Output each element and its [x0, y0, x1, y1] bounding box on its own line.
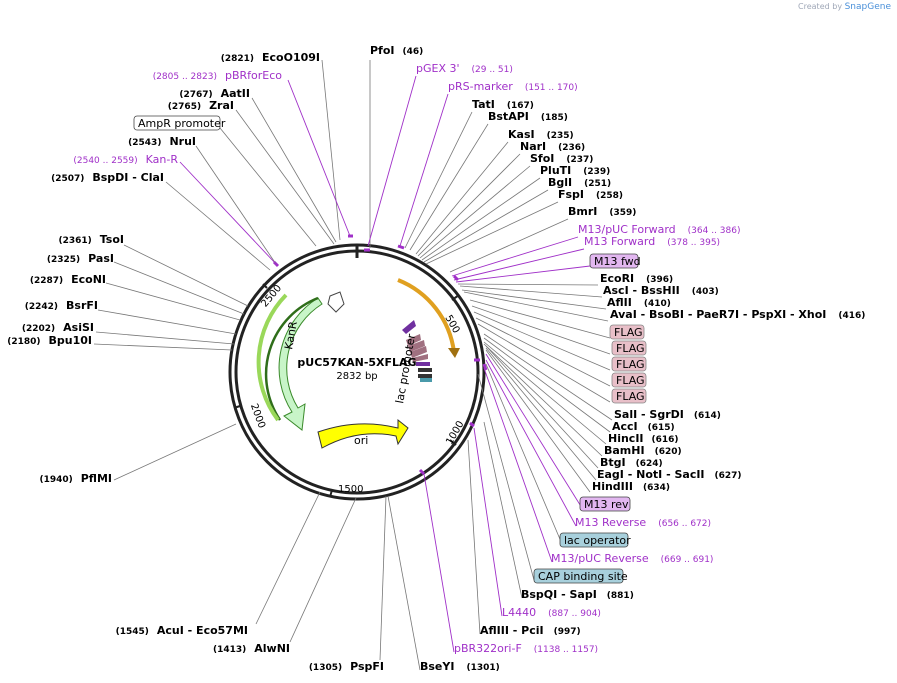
flag-label-1: FLAG: [614, 326, 643, 339]
label-bseyi[interactable]: BseYI(1301): [420, 660, 500, 673]
flag-label-4: FLAG: [616, 374, 645, 387]
label-m13-forward[interactable]: M13 Forward(378 .. 395): [584, 235, 720, 248]
label-m13-reverse[interactable]: M13 Reverse(656 .. 672): [575, 516, 711, 529]
plasmid-length: 2832 bp: [336, 371, 377, 382]
label-acci[interactable]: AccI(615): [612, 420, 675, 433]
ori-label: ori: [354, 434, 368, 447]
tick-2000: 2000: [248, 402, 267, 430]
label-m13-puc-forward[interactable]: M13/pUC Forward(364 .. 386): [578, 223, 740, 236]
right-labels: PfoI(46) pGEX 3'(29 .. 51) pRS-marker(15…: [370, 44, 865, 673]
snapgene-credit: Created by SnapGene: [798, 2, 891, 12]
label-eagi-group[interactable]: EagI - NotI - SacII(627): [597, 468, 742, 481]
label-bamhi[interactable]: BamHI(620): [604, 444, 682, 457]
m13-rev-box[interactable]: [579, 496, 631, 512]
label-ecori[interactable]: EcoRI(396): [600, 272, 673, 285]
label-fspi[interactable]: FspI(258): [558, 188, 623, 201]
left-leaders: [93, 59, 387, 661]
left-labels: (2821)EcoO109I (2805 .. 2823)pBRforEco (…: [7, 51, 384, 673]
flag-box-3[interactable]: [611, 356, 647, 372]
label-m13-puc-reverse[interactable]: M13/pUC Reverse(669 .. 691): [551, 552, 713, 565]
label-bspdi-clai[interactable]: (2507)BspDI - ClaI: [51, 171, 164, 184]
label-asci-bsshii[interactable]: AscI - BssHII(403): [603, 284, 719, 297]
label-bpu10i[interactable]: (2180)Bpu10I: [7, 334, 92, 347]
label-acui-eco57mi[interactable]: (1545)AcuI - Eco57MI: [116, 624, 248, 637]
kanr-label: KanR: [282, 320, 300, 351]
label-prs-marker[interactable]: pRS-marker(151 .. 170): [448, 80, 578, 93]
credit-prefix: Created by: [798, 2, 843, 11]
plasmid-name: pUC57KAN-5XFLAG: [297, 356, 416, 369]
m13-fwd-box[interactable]: [589, 253, 639, 269]
label-kasi[interactable]: KasI(235): [508, 128, 574, 141]
label-ampr-promoter: AmpR promoter: [138, 117, 226, 130]
label-zrai[interactable]: (2765)ZraI: [168, 99, 234, 112]
ampr-promoter-box[interactable]: [133, 115, 221, 131]
label-hincii[interactable]: HincII(616): [608, 432, 679, 445]
right-leaders: [367, 60, 613, 671]
label-lac-operator: lac operator: [564, 534, 631, 547]
kanr-feature-arrow[interactable]: [278, 297, 323, 431]
label-l4440[interactable]: L4440(887 .. 904): [502, 606, 601, 619]
kanr-outer-band: [256, 293, 288, 422]
label-pgex3[interactable]: pGEX 3'(29 .. 51): [416, 62, 513, 75]
tick-1500: 1500: [338, 484, 363, 495]
label-sfoi[interactable]: SfoI(237): [530, 152, 593, 165]
label-aatii[interactable]: (2767)AatII: [179, 87, 250, 100]
label-bmri[interactable]: BmrI(359): [568, 205, 636, 218]
label-alwni[interactable]: (1413)AlwNI: [213, 642, 290, 655]
flag-label-2: FLAG: [616, 342, 645, 355]
label-tsoi[interactable]: (2361)TsoI: [58, 233, 124, 246]
ampr-promoter-arrow[interactable]: [327, 291, 345, 313]
label-pspfi[interactable]: (1305)PspFI: [309, 660, 384, 673]
label-pbrforeco[interactable]: (2805 .. 2823)pBRforEco: [153, 69, 283, 82]
label-pflmi[interactable]: (1940)PflMI: [39, 472, 112, 485]
label-pasi[interactable]: (2325)PasI: [47, 252, 114, 265]
label-avai-group[interactable]: AvaI - BsoBI - PaeR7I - PspXI - XhoI(416…: [610, 308, 865, 321]
flag-feature-glyphs: [402, 320, 432, 382]
flag-label-5: FLAG: [616, 390, 645, 403]
flag-label-3: FLAG: [616, 358, 645, 371]
label-pbr322ori-f[interactable]: pBR322ori-F(1138 .. 1157): [454, 642, 598, 655]
label-aflii[interactable]: AflII(410): [607, 296, 671, 309]
label-hindiii[interactable]: HindIII(634): [592, 480, 670, 493]
label-btgi[interactable]: BtgI(624): [600, 456, 663, 469]
label-kan-r[interactable]: (2540 .. 2559)Kan-R: [73, 153, 178, 166]
label-bsrfi[interactable]: (2242)BsrFI: [25, 299, 98, 312]
label-nari[interactable]: NarI(236): [520, 140, 585, 153]
label-ecoo109i[interactable]: (2821)EcoO109I: [221, 51, 320, 64]
backbone-outer-ring: [228, 243, 486, 501]
label-m13-fwd: M13 fwd: [594, 255, 641, 268]
credit-brand: SnapGene: [844, 2, 891, 12]
label-nrui[interactable]: (2543)NruI: [128, 135, 196, 148]
label-m13-rev: M13 rev: [584, 498, 629, 511]
label-bstapi[interactable]: BstAPI(185): [488, 110, 568, 123]
label-bspqi-sapi[interactable]: BspQI - SapI(881): [521, 588, 634, 601]
ori-feature-arrow[interactable]: [317, 418, 409, 449]
label-asisi[interactable]: (2202)AsiSI: [22, 321, 94, 334]
label-pluti[interactable]: PluTI(239): [540, 164, 610, 177]
cap-binding-site-box[interactable]: [533, 568, 624, 584]
flag-box-2[interactable]: [611, 340, 647, 356]
label-econi[interactable]: (2287)EcoNI: [30, 273, 106, 286]
label-sali-sgrdi[interactable]: SalI - SgrDI(614): [614, 408, 721, 421]
label-bgli[interactable]: BglI(251): [548, 176, 611, 189]
label-tati[interactable]: TatI(167): [472, 98, 534, 111]
flag-box-4[interactable]: [611, 372, 647, 388]
flag-box-1[interactable]: [609, 324, 645, 340]
flag-box-5[interactable]: [611, 388, 647, 404]
label-cap-binding-site: CAP binding site: [538, 570, 628, 583]
label-pfoi[interactable]: PfoI(46): [370, 44, 423, 57]
lac-region-arc: [397, 278, 456, 353]
lac-operator-box[interactable]: [559, 532, 629, 548]
label-afliii-pcii[interactable]: AflIII - PciI(997): [480, 624, 581, 637]
